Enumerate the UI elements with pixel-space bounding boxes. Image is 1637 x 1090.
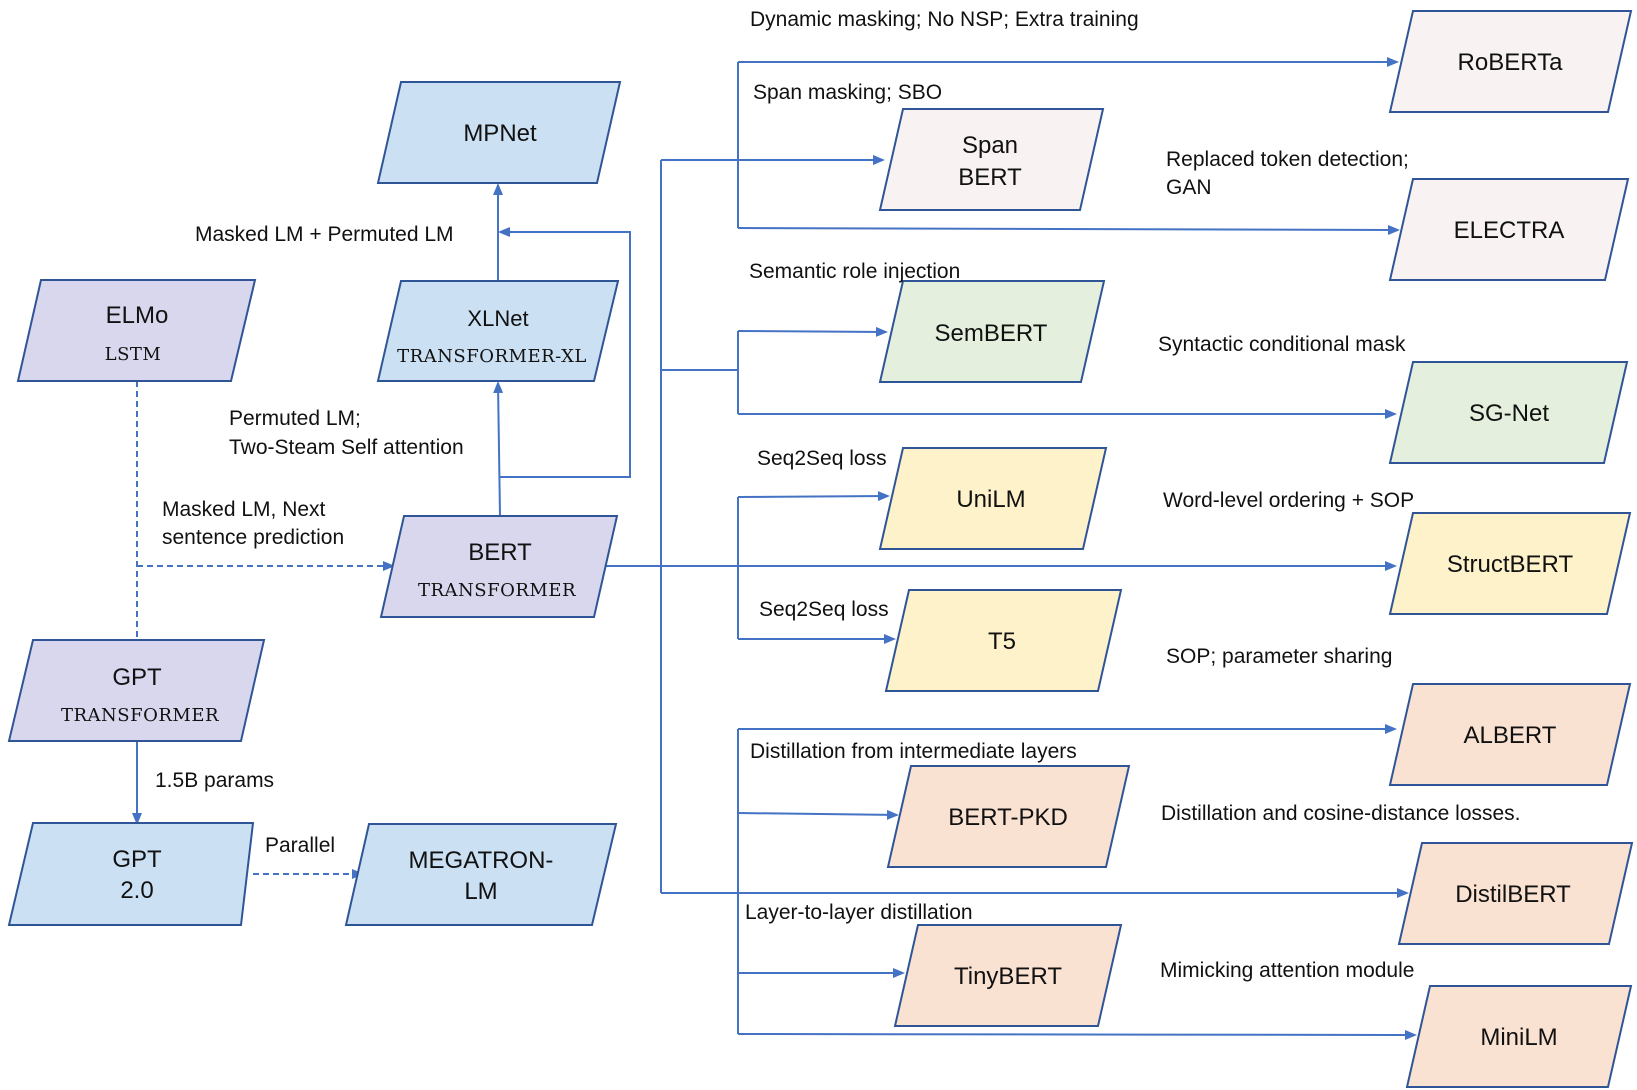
node-roberta: RoBERTa	[1388, 10, 1633, 113]
node-megatron-shape	[344, 823, 618, 926]
node-mpnet-shape	[376, 81, 622, 184]
label-structbert: Word-level ordering + SOP	[1163, 489, 1414, 512]
label-sgnet: Syntactic conditional mask	[1158, 333, 1406, 356]
edge-labels: Dynamic masking; No NSP; Extra training …	[155, 8, 1521, 982]
node-gpt-sub: TRANSFORMER	[61, 705, 219, 726]
node-minilm-title: MiniLM	[1480, 1024, 1557, 1051]
node-spanbert-title-2: BERT	[958, 164, 1022, 191]
node-bert-shape	[379, 515, 619, 618]
label-sembert: Semantic role injection	[749, 260, 960, 283]
node-t5-shape	[884, 589, 1123, 692]
node-elmo-sub: LSTM	[105, 344, 162, 365]
edge-bert-mpnet	[498, 227, 631, 478]
node-t5-title: T5	[988, 628, 1016, 655]
edge-bert-xlnet	[493, 381, 504, 517]
node-unilm-shape	[878, 447, 1108, 550]
node-electra: ELECTRA	[1388, 178, 1630, 281]
label-bert-1: Masked LM, Next	[162, 498, 326, 521]
node-minilm: MiniLM	[1405, 985, 1633, 1088]
label-albert: SOP; parameter sharing	[1166, 645, 1392, 668]
node-bert-title: BERT	[468, 539, 532, 566]
node-bertpkd-title: BERT-PKD	[948, 804, 1068, 831]
label-xlnet-1: Permuted LM;	[229, 407, 361, 430]
label-roberta: Dynamic masking; No NSP; Extra training	[750, 8, 1139, 31]
connectors	[132, 57, 1417, 1040]
node-gpt-title: GPT	[112, 664, 162, 691]
label-gpt2: 1.5B params	[155, 769, 274, 792]
label-bert-2: sentence prediction	[162, 526, 344, 549]
node-distilbert-title: DistilBERT	[1455, 881, 1571, 908]
node-bertpkd-shape	[886, 765, 1131, 868]
label-mpnet: Masked LM + Permuted LM	[195, 223, 454, 246]
node-minilm-shape	[1405, 985, 1633, 1088]
node-tinybert-title: TinyBERT	[954, 963, 1062, 990]
node-unilm-title: UniLM	[956, 486, 1025, 513]
node-t5: T5	[884, 589, 1123, 692]
label-electra-2: GAN	[1166, 176, 1212, 199]
node-tinybert-shape	[893, 924, 1123, 1027]
node-sembert-title: SemBERT	[935, 320, 1048, 347]
node-spanbert: Span BERT	[878, 108, 1105, 211]
label-minilm: Mimicking attention module	[1160, 959, 1414, 982]
node-gpt: GPT TRANSFORMER	[7, 639, 266, 742]
label-bertpkd: Distillation from intermediate layers	[750, 740, 1077, 763]
edge-electra	[737, 224, 1400, 235]
node-spanbert-title-1: Span	[962, 132, 1018, 159]
node-xlnet: XLNet TRANSFORMER-XL	[376, 280, 620, 382]
node-roberta-title: RoBERTa	[1458, 49, 1564, 76]
node-albert-shape	[1388, 683, 1632, 786]
label-distilbert: Distillation and cosine-distance losses.	[1161, 802, 1521, 825]
node-structbert-shape	[1388, 512, 1632, 615]
node-bert-sub: TRANSFORMER	[418, 580, 576, 601]
node-tinybert: TinyBERT	[893, 924, 1123, 1027]
node-structbert: StructBERT	[1388, 512, 1632, 615]
node-gpt2-title-1: GPT	[112, 846, 162, 873]
node-sembert-shape	[878, 280, 1106, 383]
edge-bertpkd	[737, 809, 899, 820]
label-tinybert: Layer-to-layer distillation	[745, 901, 973, 924]
label-spanbert: Span masking; SBO	[753, 81, 942, 104]
node-sgnet: SG-Net	[1388, 361, 1629, 464]
node-elmo-title: ELMo	[106, 302, 169, 329]
label-unilm: Seq2Seq loss	[757, 447, 887, 470]
node-megatron-title-1: MEGATRON-	[409, 847, 554, 874]
node-distilbert: DistilBERT	[1397, 842, 1634, 945]
node-sgnet-shape	[1388, 361, 1629, 464]
node-xlnet-title: XLNet	[467, 306, 528, 331]
edge-unilm	[737, 491, 890, 502]
nodes: ELMo LSTM GPT TRANSFORMER GPT 2.0 MEGATR…	[7, 10, 1634, 1088]
label-t5: Seq2Seq loss	[759, 598, 889, 621]
node-elmo-shape	[16, 279, 257, 382]
label-electra-1: Replaced token detection;	[1166, 148, 1409, 171]
node-mpnet: MPNet	[376, 81, 622, 184]
node-gpt2: GPT 2.0	[7, 822, 255, 926]
node-albert-title: ALBERT	[1464, 722, 1557, 749]
edge-minilm	[737, 1029, 1417, 1040]
node-bert: BERT TRANSFORMER	[379, 515, 619, 618]
node-xlnet-shape	[376, 280, 620, 382]
node-roberta-shape	[1388, 10, 1633, 113]
node-gpt2-shape	[7, 822, 255, 926]
node-unilm: UniLM	[878, 447, 1108, 550]
label-megatron: Parallel	[265, 834, 335, 857]
node-sembert: SemBERT	[878, 280, 1106, 383]
node-xlnet-sub: TRANSFORMER-XL	[397, 346, 587, 367]
node-albert: ALBERT	[1388, 683, 1632, 786]
node-structbert-title: StructBERT	[1447, 551, 1574, 578]
node-spanbert-shape	[878, 108, 1105, 211]
node-electra-title: ELECTRA	[1454, 217, 1565, 244]
node-distilbert-shape	[1397, 842, 1634, 945]
node-megatron-title-2: LM	[464, 878, 497, 905]
edge-sembert	[737, 326, 888, 337]
node-gpt2-title-2: 2.0	[120, 877, 153, 904]
node-megatron: MEGATRON- LM	[344, 823, 618, 926]
node-gpt-shape	[7, 639, 266, 742]
node-elmo: ELMo LSTM	[16, 279, 257, 382]
node-mpnet-title: MPNet	[463, 120, 537, 147]
node-sgnet-title: SG-Net	[1469, 400, 1549, 427]
label-xlnet-2: Two-Steam Self attention	[229, 436, 464, 459]
node-electra-shape	[1388, 178, 1630, 281]
node-bertpkd: BERT-PKD	[886, 765, 1131, 868]
